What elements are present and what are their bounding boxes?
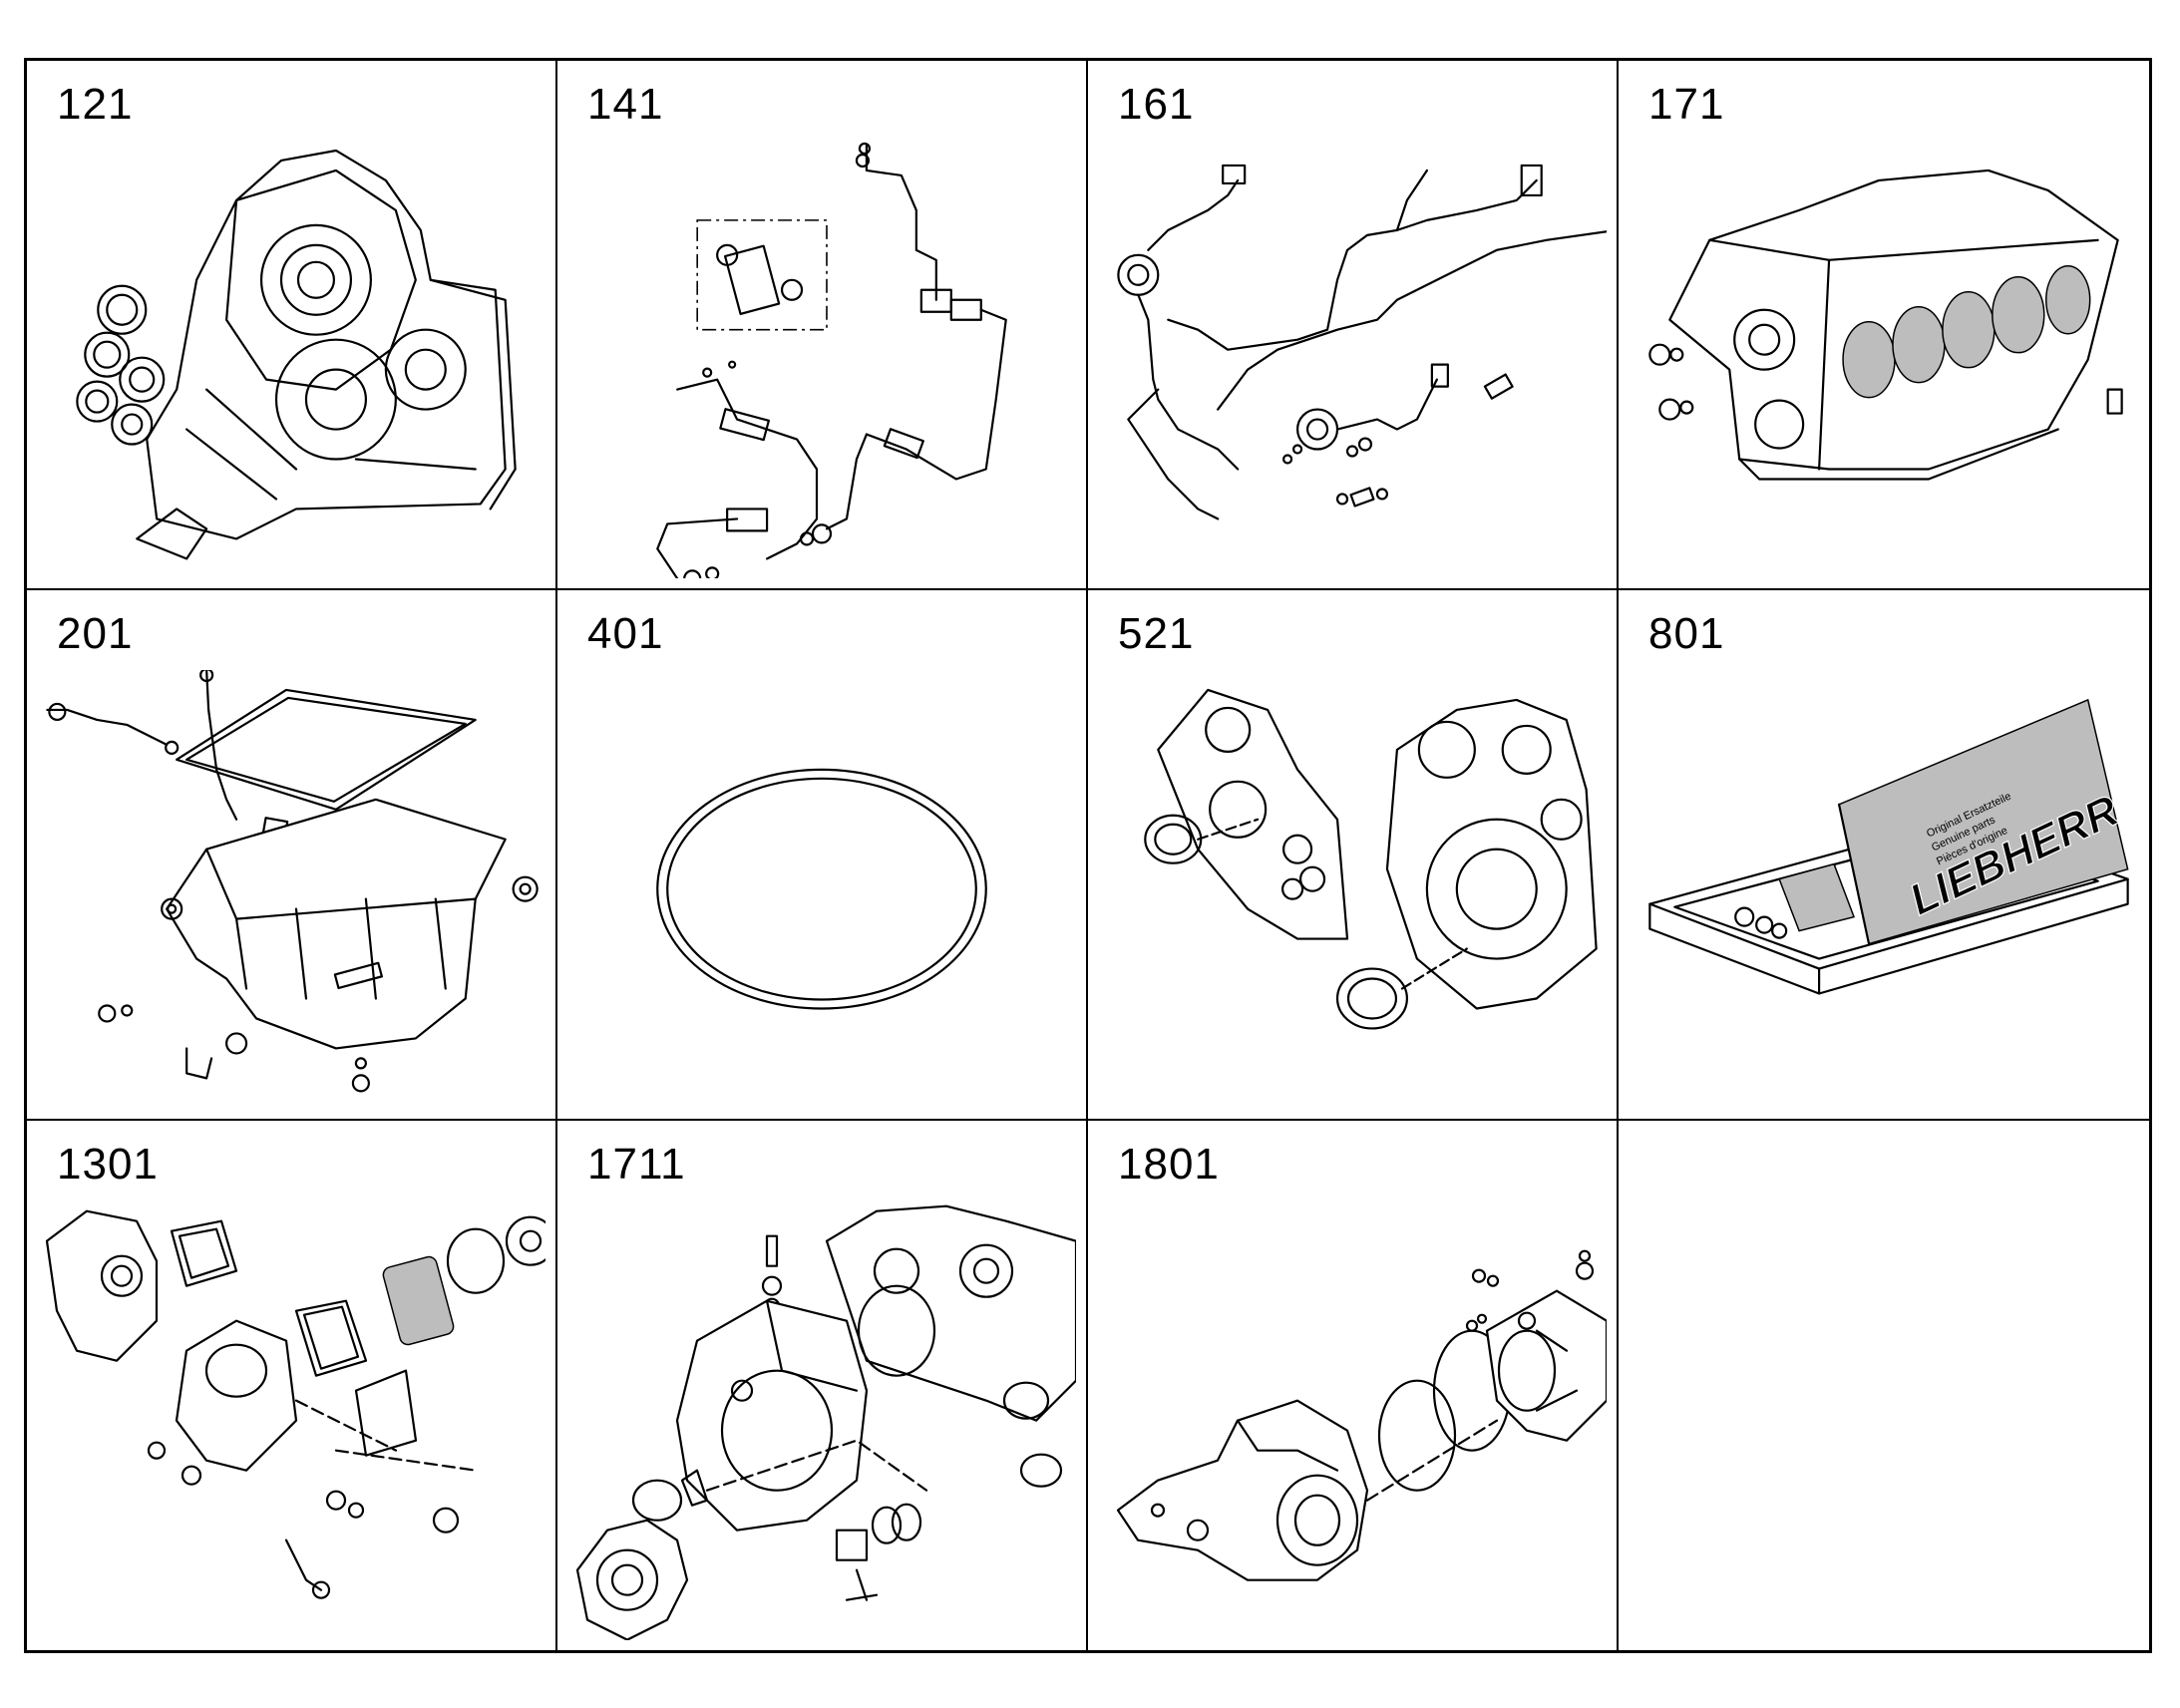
hose-assembly-illustration bbox=[1098, 141, 1617, 578]
cell-201[interactable]: 201 bbox=[27, 590, 557, 1121]
timing-housing-illustration bbox=[37, 141, 545, 578]
part-number-label: 161 bbox=[1118, 80, 1195, 129]
oil-pan-illustration bbox=[37, 668, 545, 1108]
cell-1301[interactable]: 1301 bbox=[27, 1120, 557, 1650]
cell-1711[interactable]: 1711 bbox=[557, 1120, 1088, 1650]
cell-521[interactable]: 521 bbox=[1088, 590, 1619, 1121]
part-number-label: 171 bbox=[1648, 80, 1725, 129]
cell-171[interactable]: 171 bbox=[1619, 61, 2149, 591]
cell-161[interactable]: 161 bbox=[1088, 61, 1619, 591]
cell-121[interactable]: 121 bbox=[27, 61, 557, 591]
cell-141[interactable]: 141 bbox=[557, 61, 1088, 591]
drive-housing-illustration bbox=[1098, 1200, 1609, 1640]
flywheel-housing-illustration bbox=[1098, 670, 1607, 1108]
part-number-label: 201 bbox=[57, 609, 134, 659]
engine-block-illustration bbox=[1629, 141, 2139, 578]
seal-ring-illustration bbox=[567, 670, 1076, 1108]
parts-grid: 121 141 bbox=[24, 58, 2152, 1653]
part-number-label: 121 bbox=[57, 80, 134, 129]
part-number-label: 141 bbox=[587, 80, 664, 129]
cell-empty bbox=[1619, 1120, 2149, 1650]
part-number-label: 401 bbox=[587, 609, 664, 659]
pump-assembly-illustration bbox=[567, 1200, 1078, 1641]
part-number-label: 801 bbox=[1648, 609, 1725, 659]
part-number-label: 1801 bbox=[1118, 1139, 1220, 1189]
cell-801[interactable]: 801 LIEBHERR Original Ersatzteile Genuin… bbox=[1619, 590, 2149, 1121]
seal-rings bbox=[76, 284, 166, 446]
part-number-label: 1301 bbox=[57, 1139, 159, 1189]
part-number-label: 521 bbox=[1118, 609, 1195, 659]
gasket-kit-box-illustration: LIEBHERR Original Ersatzteile Genuine pa… bbox=[1629, 670, 2139, 1108]
cell-1801[interactable]: 1801 bbox=[1088, 1120, 1619, 1650]
oil-filter-assembly-illustration bbox=[37, 1200, 555, 1640]
cylinder-bores bbox=[1842, 265, 2091, 399]
cell-401[interactable]: 401 bbox=[557, 590, 1088, 1121]
part-number-label: 1711 bbox=[587, 1139, 686, 1189]
pipe-assembly-illustration bbox=[567, 141, 1076, 588]
